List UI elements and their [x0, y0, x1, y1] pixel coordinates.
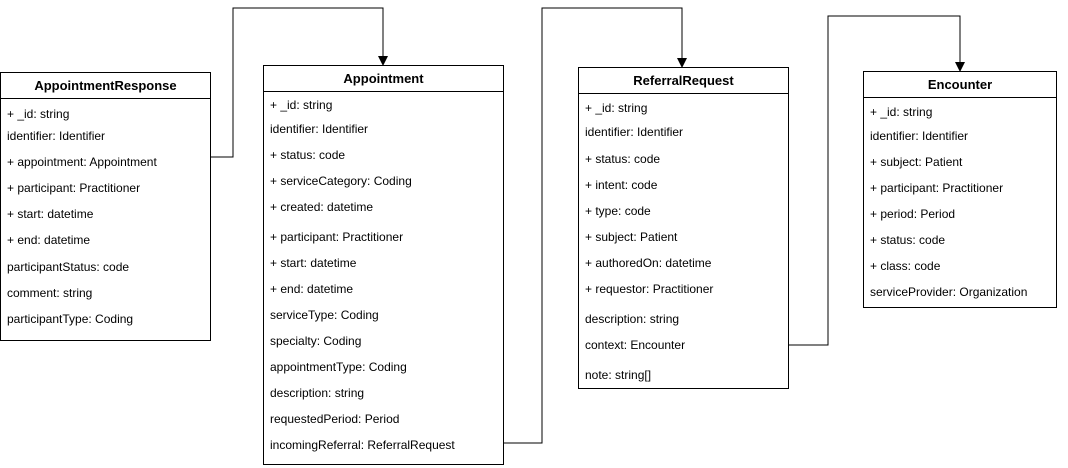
class-name: Appointment	[264, 66, 503, 92]
attribute: + participant: Practitioner	[7, 181, 141, 195]
attribute: + class: code	[870, 259, 941, 273]
class-appointment[interactable]: Appointment + _id: string identifier: Id…	[263, 65, 504, 465]
attribute: + _id: string	[870, 105, 933, 119]
attribute: + end: datetime	[270, 282, 354, 296]
class-name: Encounter	[864, 72, 1056, 98]
attribute: serviceProvider: Organization	[870, 285, 1028, 299]
attribute: + subject: Patient	[585, 230, 678, 244]
attribute: + start: datetime	[270, 256, 357, 270]
attribute: incomingReferral: ReferralRequest	[270, 438, 455, 452]
class-appointmentresponse[interactable]: AppointmentResponse + _id: string identi…	[0, 72, 211, 341]
attribute: + status: code	[585, 152, 661, 166]
attribute: participantStatus: code	[7, 260, 130, 274]
attribute: description: string	[270, 386, 365, 400]
connector-referralrequest-to-encounter	[788, 15, 965, 346]
attribute: + start: datetime	[7, 207, 94, 221]
attribute: + subject: Patient	[870, 155, 963, 169]
attribute: + intent: code	[585, 178, 658, 192]
attribute: identifier: Identifier	[870, 129, 969, 143]
attribute: appointmentType: Coding	[270, 360, 407, 374]
attribute: requestedPeriod: Period	[270, 412, 400, 426]
attribute: identifier: Identifier	[585, 125, 684, 139]
attribute: + period: Period	[870, 207, 956, 221]
attribute: + _id: string	[585, 101, 648, 115]
attribute: + status: code	[270, 148, 346, 162]
attribute: specialty: Coding	[270, 334, 362, 348]
attribute: + serviceCategory: Coding	[270, 174, 412, 188]
attribute: description: string	[585, 312, 680, 326]
connector-appointment-to-referralrequest	[503, 7, 687, 444]
attribute: + participant: Practitioner	[870, 181, 1004, 195]
attribute: + authoredOn: datetime	[585, 256, 712, 270]
connector-appointmentresponse-to-appointment	[210, 7, 388, 158]
attribute: + _id: string	[270, 98, 333, 112]
attribute: note: string[]	[585, 368, 652, 382]
class-name: AppointmentResponse	[1, 73, 210, 99]
attribute: + end: datetime	[7, 233, 91, 247]
attribute: + type: code	[585, 204, 651, 218]
attribute: + created: datetime	[270, 200, 374, 214]
attribute: + status: code	[870, 233, 946, 247]
attribute: serviceType: Coding	[270, 308, 379, 322]
attribute: + requestor: Practitioner	[585, 282, 714, 296]
attribute: + appointment: Appointment	[7, 155, 157, 169]
attribute: identifier: Identifier	[270, 122, 369, 136]
class-encounter[interactable]: Encounter + _id: string identifier: Iden…	[863, 71, 1057, 308]
attribute: + _id: string	[7, 107, 70, 121]
class-referralrequest[interactable]: ReferralRequest + _id: string identifier…	[578, 67, 789, 389]
class-name: ReferralRequest	[579, 68, 788, 94]
attribute: + participant: Practitioner	[270, 230, 404, 244]
attribute: participantType: Coding	[7, 312, 134, 326]
attribute: context: Encounter	[585, 338, 686, 352]
attribute: comment: string	[7, 286, 93, 300]
attribute: identifier: Identifier	[7, 129, 106, 143]
